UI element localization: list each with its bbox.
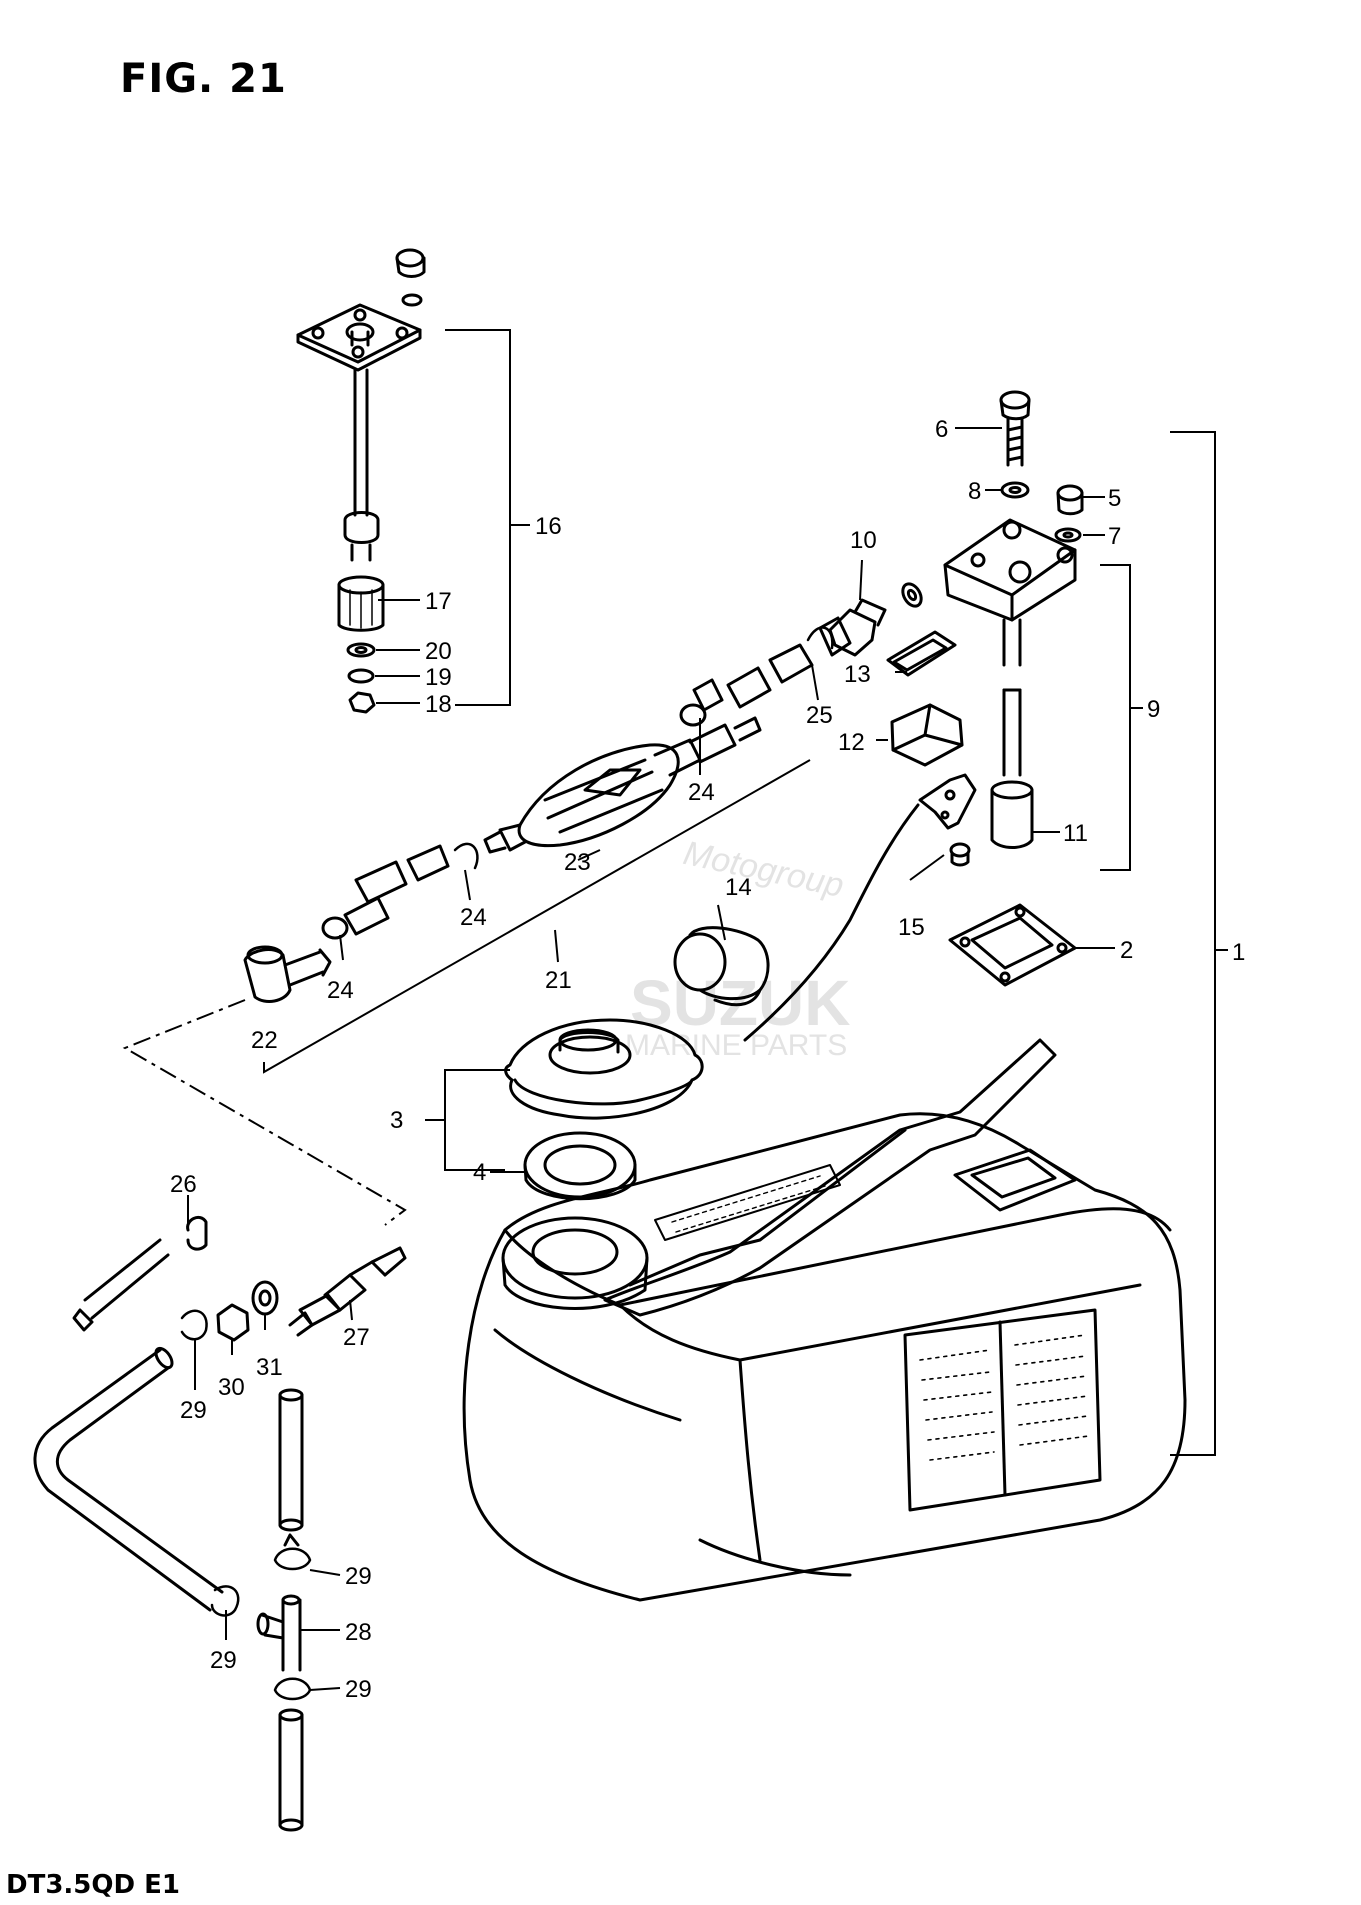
callout-20: 20 <box>425 638 452 665</box>
figure-title: FIG. 21 <box>120 56 287 102</box>
callout-25: 25 <box>806 702 833 729</box>
fuel-hose-assembly <box>243 582 923 1003</box>
callout-8: 8 <box>968 478 981 505</box>
watermark-subtitle: MARINE PARTS <box>625 1029 847 1062</box>
callout-17: 17 <box>425 588 452 615</box>
callout-19: 19 <box>425 664 452 691</box>
callout-5: 5 <box>1108 485 1121 512</box>
fuel-tank <box>462 1038 1187 1602</box>
callout-29a: 29 <box>180 1397 207 1424</box>
callout-29b: 29 <box>345 1563 372 1590</box>
callout-2: 2 <box>1120 937 1133 964</box>
callout-22: 22 <box>251 1027 278 1054</box>
callout-23: 23 <box>564 849 591 876</box>
callout-6: 6 <box>935 416 948 443</box>
callout-24a: 24 <box>688 779 715 806</box>
leader-lines <box>122 329 1228 1691</box>
outlet-fitting-assembly <box>296 248 426 714</box>
callout-4: 4 <box>473 1159 486 1186</box>
callout-labels: 1 2 3 4 5 6 7 8 9 10 11 12 13 14 15 16 1… <box>170 416 1245 1703</box>
callout-28: 28 <box>345 1619 372 1646</box>
watermark-brand: SUZUK <box>630 967 850 1039</box>
callout-9: 9 <box>1147 696 1160 723</box>
callout-1: 1 <box>1232 939 1245 966</box>
callout-16: 16 <box>535 513 562 540</box>
callout-3: 3 <box>390 1107 403 1134</box>
callout-10: 10 <box>850 527 877 554</box>
callout-24b: 24 <box>460 904 487 931</box>
vent-and-cap-parts <box>504 630 977 1201</box>
lower-hose-parts <box>33 1216 407 1832</box>
callout-29d: 29 <box>345 1676 372 1703</box>
callout-11: 11 <box>1063 820 1088 847</box>
callout-13: 13 <box>844 661 871 688</box>
callout-27: 27 <box>343 1324 370 1351</box>
fuel-gauge-assembly <box>943 390 1084 987</box>
callout-7: 7 <box>1108 523 1121 550</box>
callout-14: 14 <box>725 874 752 901</box>
callout-29c: 29 <box>210 1647 237 1674</box>
watermark-motogroup: Motogroup <box>680 834 847 905</box>
callout-15: 15 <box>898 914 925 941</box>
callout-12: 12 <box>838 729 865 756</box>
model-code: DT3.5QD E1 <box>6 1870 180 1900</box>
callout-21: 21 <box>545 967 572 994</box>
callout-18: 18 <box>425 691 452 718</box>
callout-26: 26 <box>170 1171 197 1198</box>
callout-24c: 24 <box>327 977 354 1004</box>
callout-30: 30 <box>218 1374 245 1401</box>
callout-31: 31 <box>256 1354 283 1381</box>
